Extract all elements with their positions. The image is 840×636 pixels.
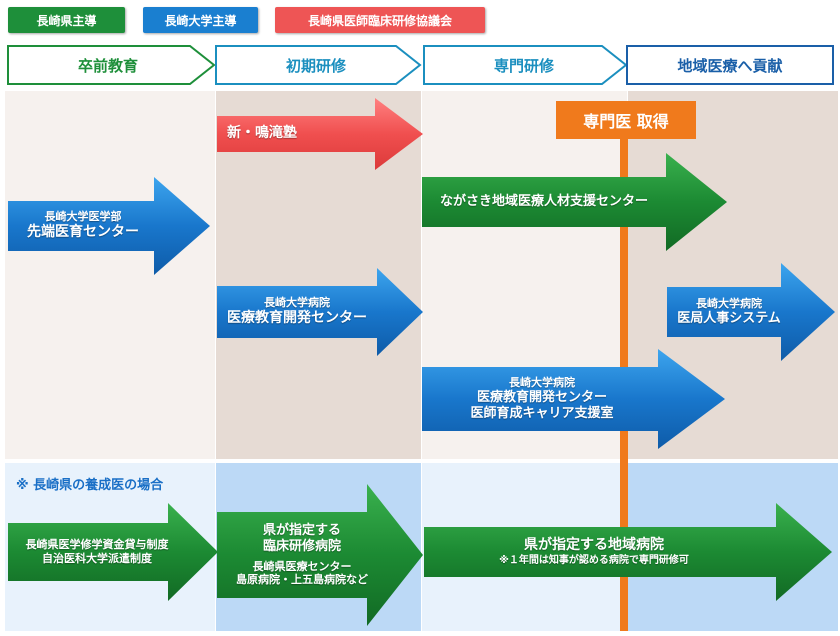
arrow-ikyoku: 長崎大学病院 医局人事システム [667,263,835,361]
arrow-sentan: 長崎大学医学部 先端医育センター [8,177,210,275]
iryo-kyoiku-1-line2: 医療教育開発センター [227,310,367,327]
arrow-shogaku: 長崎県医学修学資金貸与制度 自治医科大学派遣制度 [8,503,218,601]
legend-university-label: 長崎大学主導 [164,13,237,28]
stage-chevrons [7,45,834,85]
iryo-kyoiku-2-line1: 長崎大学病院 [509,375,575,389]
chiiki-line1: 県が指定する地域病院 [524,537,664,553]
ikyoku-line2: 医局人事システム [677,310,781,326]
chiiki-line2: ※１年間は知事が認める病院で専門研修可 [499,554,689,566]
legend-prefecture-label: 長崎県主導 [36,13,97,28]
arrow-nagasaki-support: ながさき地域医療人材支援センター [422,153,727,251]
legend-council-label: 長崎県医師臨床研修協議会 [307,13,452,28]
rinsho-line3: 長崎県医療センター [252,559,352,573]
shogaku-line1: 長崎県医学修学資金貸与制度 [25,538,169,552]
iryo-kyoiku-1-line1: 長崎大学病院 [264,296,330,310]
sentan-line1: 長崎大学医学部 [44,210,122,224]
rinsho-line1: 県が指定する [262,523,341,538]
stage-initial-training: 初期研修 [285,56,346,75]
iryo-kyoiku-2-line2: 医療教育開発センター [476,389,607,405]
arrow-rinsho: 県が指定する 臨床研修病院 長崎県医療センター 島原病院・上五島病院など [217,484,423,626]
milestone-label: 専門医 取得 [583,112,669,131]
shin-narutaki-label: 新・鳴滝塾 [227,125,297,142]
legend-prefecture: 長崎県主導 [8,7,125,33]
legend-council: 長崎県医師臨床研修協議会 [275,7,485,33]
upper-col-1 [5,91,215,459]
arrow-iryo-kyoiku-2: 長崎大学病院 医療教育開発センター 医師育成キャリア支援室 [422,349,725,449]
rinsho-line4: 島原病院・上五島病院など [236,573,368,587]
stage-community: 地域医療へ貢献 [677,56,783,75]
ikyoku-line1: 長崎大学病院 [696,297,762,310]
arrow-chiiki: 県が指定する地域病院 ※１年間は知事が認める病院で専門研修可 [424,503,832,601]
arrow-shin-narutaki: 新・鳴滝塾 [217,98,423,170]
nagasaki-support-label: ながさき地域医療人材支援センター [439,193,648,209]
rinsho-line2: 臨床研修病院 [262,539,341,555]
stage-undergrad: 卒前教育 [77,56,138,75]
milestone-badge: 専門医 取得 [556,101,696,139]
legend-university: 長崎大学主導 [143,7,258,33]
stage-header: 卒前教育 初期研修 専門研修 地域医療へ貢献 [0,45,840,85]
sentan-line2: 先端医育センター [27,224,139,241]
iryo-kyoiku-2-line3: 医師育成キャリア支援室 [470,405,614,421]
section-note: ※ 長崎県の養成医の場合 [16,478,164,493]
shogaku-line2: 自治医科大学派遣制度 [42,552,152,565]
arrow-iryo-kyoiku-1: 長崎大学病院 医療教育開発センター [217,268,423,356]
stage-specialty-training: 専門研修 [493,56,554,75]
